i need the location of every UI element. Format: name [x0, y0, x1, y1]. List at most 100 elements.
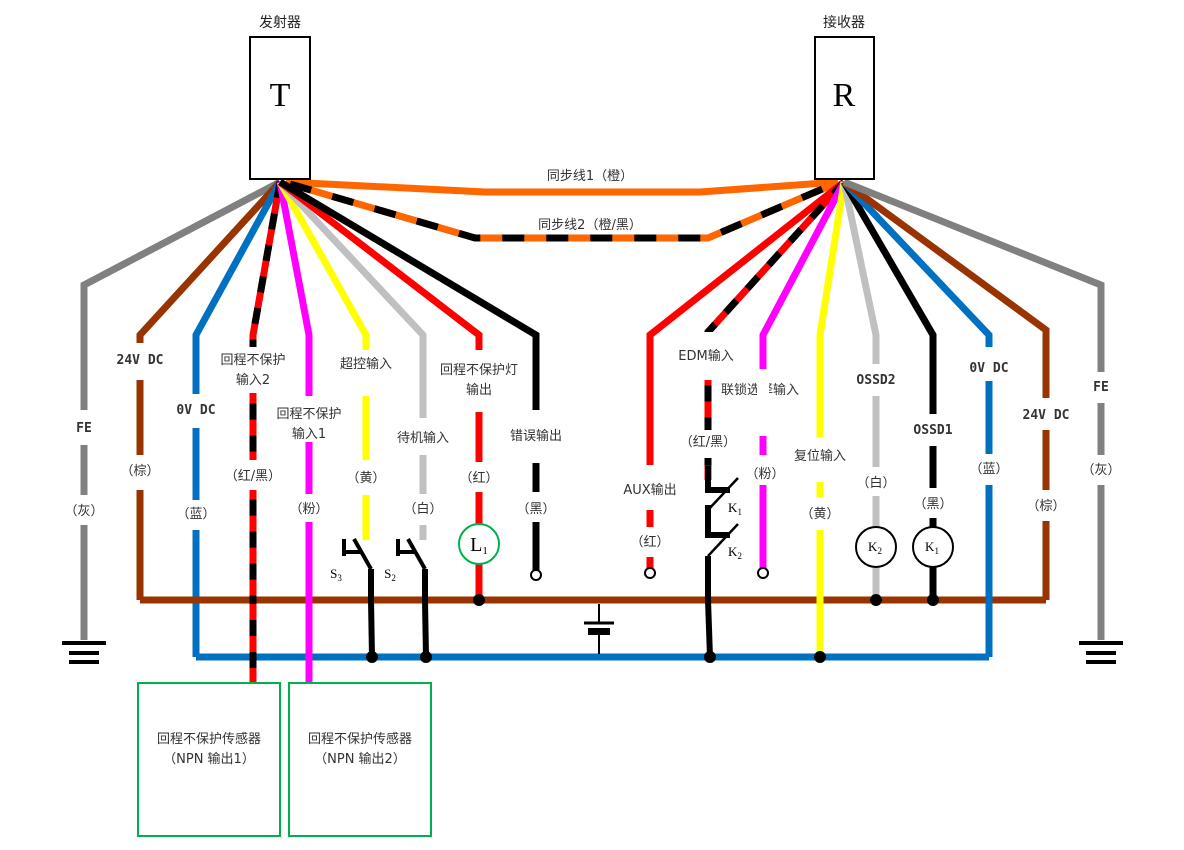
sensor-subtitle: （NPN 输出1）: [163, 751, 255, 767]
tx-standby-in-color-label: （白）: [403, 501, 442, 517]
contact-k1-fixed: [705, 466, 730, 493]
relay-k1-icon: [912, 526, 954, 568]
label-gap: [983, 347, 995, 381]
rx-ossd1-color-label: （黑）: [913, 497, 952, 512]
tx-override-in-name-label: 超控输入: [340, 356, 392, 372]
tx-wire-error-out-line: [278, 178, 540, 570]
sensor-title: 回程不保护传感器: [157, 731, 261, 747]
contact-k2-fixed: [705, 505, 730, 538]
label-gap: [644, 465, 656, 510]
transmitter-box: [249, 36, 311, 180]
switch-s2-icon: [396, 538, 429, 658]
sync-line-2-label: 同步线2（橙/黑）: [538, 218, 642, 233]
tx-wire-muting-in-1-line: [276, 181, 313, 683]
label-gap: [870, 467, 882, 496]
label-gap: [78, 495, 90, 525]
tx-muting-in-2-name-label: 回程不保护: [220, 353, 285, 368]
tx-wire-muting-lamp-out-line: [277, 179, 483, 600]
label-gap: [360, 350, 372, 396]
rx-wire-fe-line: [842, 178, 1105, 640]
rx-wire-fe: [842, 178, 1105, 640]
receiver-letter: R: [833, 77, 856, 114]
sync-line-1-label: 同步线1（橙）: [547, 169, 633, 184]
tx-wire-standby-in-line: [277, 179, 427, 540]
relay-coil: [855, 526, 897, 568]
sensor-box: [137, 682, 281, 837]
tx-fe-name-label: FE: [76, 421, 92, 436]
tx-ground-icon: [62, 641, 106, 664]
transmitter-letter: T: [270, 77, 291, 114]
label-gap: [1040, 490, 1052, 521]
sensor-box: [288, 682, 432, 837]
label-gap: [360, 460, 372, 495]
interlock-terminal-icon: [757, 567, 769, 579]
tx-muting-in-1-name-label: 输入1: [292, 426, 326, 442]
rx-wire-0v-line: [841, 179, 993, 657]
tx-standby-in-name-label: 待机输入: [397, 430, 449, 446]
rx-fe-name-label: FE: [1093, 380, 1109, 395]
tx-fe-color-label: （灰）: [64, 504, 103, 519]
label-gap: [757, 369, 769, 436]
label-gap: [134, 343, 146, 380]
rx-wire-0v: [841, 179, 993, 657]
label-gap: [190, 394, 202, 428]
error-out-terminal-icon: [530, 569, 542, 581]
switch-lead: [368, 569, 375, 658]
tx-wire-muting-in-2-stripe: [249, 181, 284, 683]
tx-muting-in-1-name-label: 回程不保护: [276, 407, 341, 422]
tx-error-out-color-label: （黑）: [516, 502, 555, 517]
rx-ossd2-name-label: OSSD2: [856, 373, 895, 388]
label-gap: [702, 332, 714, 380]
tx-0v-color-label: （蓝）: [176, 507, 215, 522]
switch-blade: [406, 538, 427, 570]
rx-interlock-select-in-color-label: （粉）: [745, 467, 784, 482]
sensor-npn-1: 回程不保护传感器 （NPN 输出1）: [137, 682, 281, 837]
sensor-subtitle: （NPN 输出2）: [314, 751, 406, 767]
tx-wire-muting-in-2: [249, 181, 284, 683]
devices-layer: 发射器 T 接收器 R: [249, 14, 875, 180]
switch-s2-icon-label: S2: [384, 566, 396, 583]
contact-k2-blade: [707, 523, 739, 557]
tx-wire-standby-in: [277, 179, 427, 540]
label-gap: [870, 364, 882, 396]
rx-edm-in-name-label: EDM输入: [678, 348, 733, 364]
switch-blade: [352, 538, 373, 570]
sync-line-1: [285, 178, 839, 196]
label-gap: [134, 455, 146, 490]
tx-wire-0v: [192, 180, 284, 657]
tx-24v-name-label: 24V DC: [117, 353, 164, 368]
tx-wire-24v-line: [136, 179, 283, 600]
label-gap: [1095, 455, 1107, 485]
label-gap: [78, 410, 90, 445]
contact-lead: [705, 556, 713, 658]
label-gap: [303, 396, 315, 442]
switch-s3-icon-label: S3: [330, 566, 342, 583]
label-gap: [702, 430, 714, 458]
tx-muting-in-2-name-label: 输入2: [236, 372, 270, 388]
dc-source-icon: [584, 604, 614, 654]
switch-s3-icon-junction-dot: [366, 651, 378, 663]
rx-wire-ossd2-line: [840, 181, 880, 600]
tx-muting-in-1-color-label: （粉）: [289, 502, 328, 517]
rx-ossd1-name-label: OSSD1: [913, 423, 952, 438]
tx-error-out-name-label: 错误输出: [510, 428, 562, 444]
switch-s2-icon-junction-dot: [420, 651, 432, 663]
contact-k2-label: K2: [728, 544, 742, 561]
relay-k1-icon-junction-dot: [927, 594, 939, 606]
edm-contacts-icon: [705, 466, 739, 658]
tx-muting-lamp-out-color-label: （红）: [459, 470, 498, 486]
lamp-circle: [458, 523, 500, 565]
label-gap: [530, 410, 542, 463]
label-gap: [814, 497, 826, 530]
aux-out-terminal-icon: [644, 567, 656, 579]
lamp-l1-icon: L1: [458, 523, 500, 565]
battery-plate-short: [588, 628, 610, 635]
sync-line-2-stripe: [289, 180, 836, 242]
label-gap: [303, 494, 315, 522]
label-gap: [757, 455, 769, 485]
tx-wire-muting-lamp-out: [277, 179, 483, 600]
label-gap: [814, 437, 826, 482]
lamp-junction-dot: [473, 594, 485, 606]
label-gap: [473, 350, 485, 412]
